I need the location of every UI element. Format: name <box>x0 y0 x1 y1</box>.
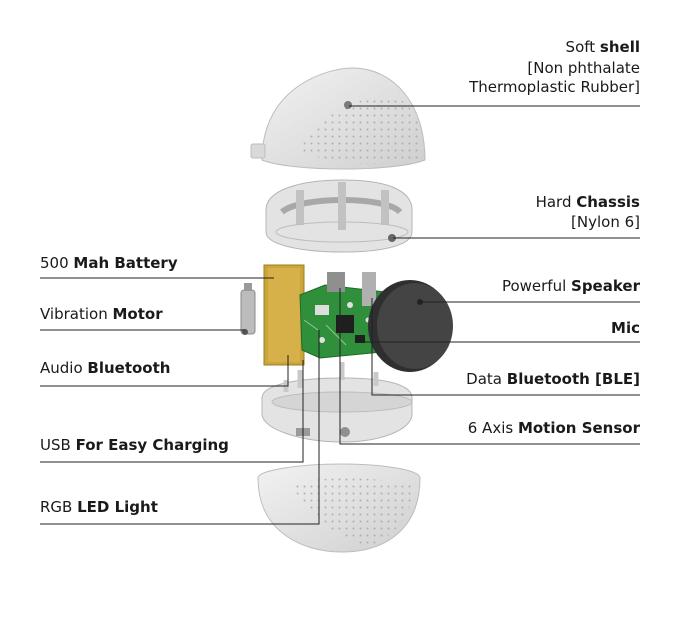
label-mic-bold: Mic <box>611 319 640 337</box>
label-rgb-led-normal: RGB <box>40 498 78 516</box>
label-data-bluetooth: Data Bluetooth [BLE] <box>466 370 640 389</box>
label-audio-bluetooth-bold: Bluetooth <box>87 359 171 377</box>
label-motion-sensor-bold: Motion Sensor <box>517 419 640 437</box>
label-mic: Mic <box>611 319 640 338</box>
label-battery: 500 Mah Battery <box>40 254 178 273</box>
label-soft-shell: Soft shell <box>566 38 640 57</box>
label-vibration-motor: Vibration Motor <box>40 305 163 324</box>
label-vibration-motor-bold: Motor <box>112 305 163 323</box>
label-motion-sensor: 6 Axis Motion Sensor <box>468 419 640 438</box>
label-battery-normal: 500 <box>40 254 74 272</box>
label-rgb-led: RGB LED Light <box>40 498 158 517</box>
circuit-board <box>299 272 386 359</box>
label-soft-shell-bold: shell <box>599 38 640 56</box>
label-vibration-motor-normal: Vibration <box>40 305 113 323</box>
label-audio-bluetooth-normal: Audio <box>40 359 88 377</box>
label-motion-sensor-normal: 6 Axis <box>467 419 518 437</box>
label-usb-charging-bold: For Easy Charging <box>75 436 229 454</box>
label-hard-chassis-normal: Hard <box>535 193 577 211</box>
label-hard-chassis-material: [Nylon 6] <box>571 213 640 231</box>
label-soft-shell-normal: Soft <box>565 38 600 56</box>
label-soft-shell-material-1: [Non phthalate <box>527 59 640 77</box>
label-speaker-bold: Speaker <box>571 277 640 295</box>
bottom-soft-shell <box>257 463 421 553</box>
label-data-bluetooth-normal: Data <box>466 370 507 388</box>
label-hard-chassis: Hard Chassis <box>536 193 640 212</box>
vibration-motor <box>240 283 256 335</box>
label-hard-chassis-bold: Chassis <box>576 193 640 211</box>
label-battery-bold: Mah Battery <box>73 254 178 272</box>
label-speaker-normal: Powerful <box>501 277 572 295</box>
label-soft-shell-material-2: Thermoplastic Rubber] <box>469 78 640 96</box>
label-usb-charging-normal: USB <box>40 436 76 454</box>
top-soft-shell <box>250 67 426 170</box>
label-audio-bluetooth: Audio Bluetooth <box>40 359 170 378</box>
label-usb-charging: USB For Easy Charging <box>40 436 229 455</box>
label-speaker: Powerful Speaker <box>502 277 640 296</box>
leader-lines <box>40 105 640 525</box>
hard-chassis <box>265 179 413 253</box>
speaker <box>368 280 453 372</box>
battery-block <box>263 264 305 366</box>
label-rgb-led-bold: LED Light <box>77 498 158 516</box>
shell-dot-marker <box>344 101 352 109</box>
label-data-bluetooth-bold: Bluetooth [BLE] <box>506 370 640 388</box>
lower-chassis <box>261 362 413 443</box>
